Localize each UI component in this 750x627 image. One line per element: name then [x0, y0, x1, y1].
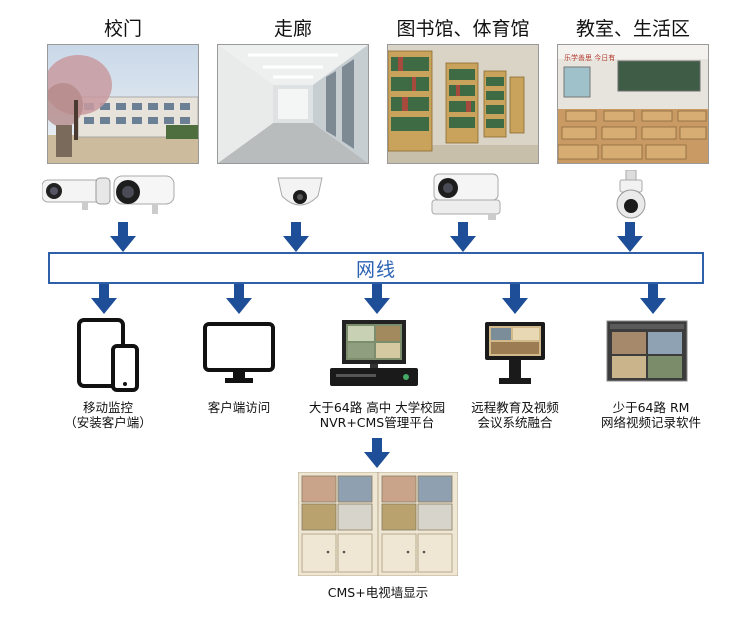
bullet-camera-icon	[428, 170, 506, 224]
speed-dome-camera-icon	[614, 169, 648, 224]
device-label-rm-software: 少于64路 RM 网络视频记录软件	[600, 400, 701, 430]
bullet-camera-icon	[110, 172, 176, 220]
down-arrow-icon	[226, 284, 252, 314]
down-arrow-icon	[640, 284, 666, 314]
down-arrow-icon	[364, 438, 390, 468]
library-photo	[387, 44, 539, 164]
down-arrow-icon	[450, 222, 476, 252]
network-label: 网线	[355, 258, 396, 281]
device-label-mobile: 移动监控 （安装客户端）	[64, 400, 152, 430]
recording-software-icon	[606, 320, 688, 386]
down-arrow-icon	[91, 284, 117, 314]
tablet-phone-icon	[77, 318, 139, 396]
device-label-client: 客户端访问	[207, 400, 271, 415]
down-arrow-icon	[110, 222, 136, 252]
classroom-photo: 乐学善思 今日有	[557, 44, 709, 164]
nvr-monitor-icon	[330, 318, 418, 392]
device-label-remote-education: 远程教育及视频 会议系统融合	[471, 400, 559, 430]
down-arrow-icon	[283, 222, 309, 252]
network-cable-bar: 网线	[48, 252, 704, 284]
video-wall-label: CMS+电视墙显示	[327, 585, 429, 600]
corridor-photo	[217, 44, 369, 164]
school-gate-photo	[47, 44, 199, 164]
down-arrow-icon	[502, 284, 528, 314]
video-wall-icon	[297, 471, 459, 580]
classroom-board-text: 乐学善思 今日有	[564, 53, 615, 62]
monitor-icon	[203, 322, 275, 390]
location-title-gate: 校门	[103, 18, 142, 40]
device-label-nvr-cms: 大于64路 高中 大学校园 NVR+CMS管理平台	[308, 400, 446, 430]
down-arrow-icon	[364, 284, 390, 314]
dome-camera-icon	[276, 172, 324, 220]
kiosk-display-icon	[483, 320, 547, 390]
down-arrow-icon	[617, 222, 643, 252]
bullet-camera-icon	[41, 174, 112, 218]
location-title-corridor: 走廊	[273, 18, 312, 40]
location-title-library-gym: 图书馆、体育馆	[396, 18, 530, 40]
location-title-classroom: 教室、生活区	[575, 18, 690, 40]
